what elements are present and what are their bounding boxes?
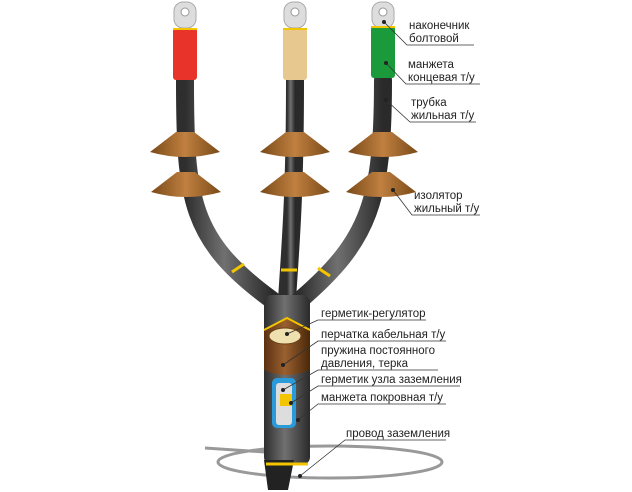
leader-dots — [281, 20, 395, 478]
label-cable-glove: перчатка кабельная т/у — [321, 329, 446, 341]
label-end-sleeve-2: концевая т/у — [408, 72, 475, 84]
label-insulator-1: изолятор — [414, 190, 463, 202]
core-insulators — [150, 132, 418, 197]
yellow-bands — [231, 262, 331, 278]
label-insulator-2: жильный т/у — [414, 203, 480, 215]
label-earth-sealant: герметик узла заземления — [321, 374, 462, 386]
label-spring-1: пружина постоянного — [321, 345, 435, 357]
label-earth-wire: провод заземления — [346, 428, 450, 440]
label-core-tube-2: жильная т/у — [411, 110, 474, 122]
label-end-sleeve-1: манжета — [408, 59, 454, 71]
end-sleeve-red — [173, 28, 197, 80]
trunk — [263, 295, 311, 490]
label-cover-sleeve: манжета покровная т/у — [321, 392, 443, 404]
end-sleeve-green — [371, 26, 395, 78]
label-spring-2: давления, терка — [321, 358, 409, 370]
label-lug-1: наконечник — [409, 20, 470, 32]
leader-lines — [282, 21, 480, 477]
earth-wire-loop — [216, 444, 444, 480]
label-sealant-regulator: герметик-регулятор — [321, 308, 426, 320]
end-sleeve-tan — [283, 28, 307, 80]
phase-a — [173, 1, 197, 80]
phase-b — [283, 1, 307, 80]
earth-wire-end — [204, 446, 266, 454]
phase-c — [371, 1, 395, 78]
label-lug-2: болтовой — [409, 33, 459, 45]
label-core-tube-1: трубка — [411, 97, 447, 109]
